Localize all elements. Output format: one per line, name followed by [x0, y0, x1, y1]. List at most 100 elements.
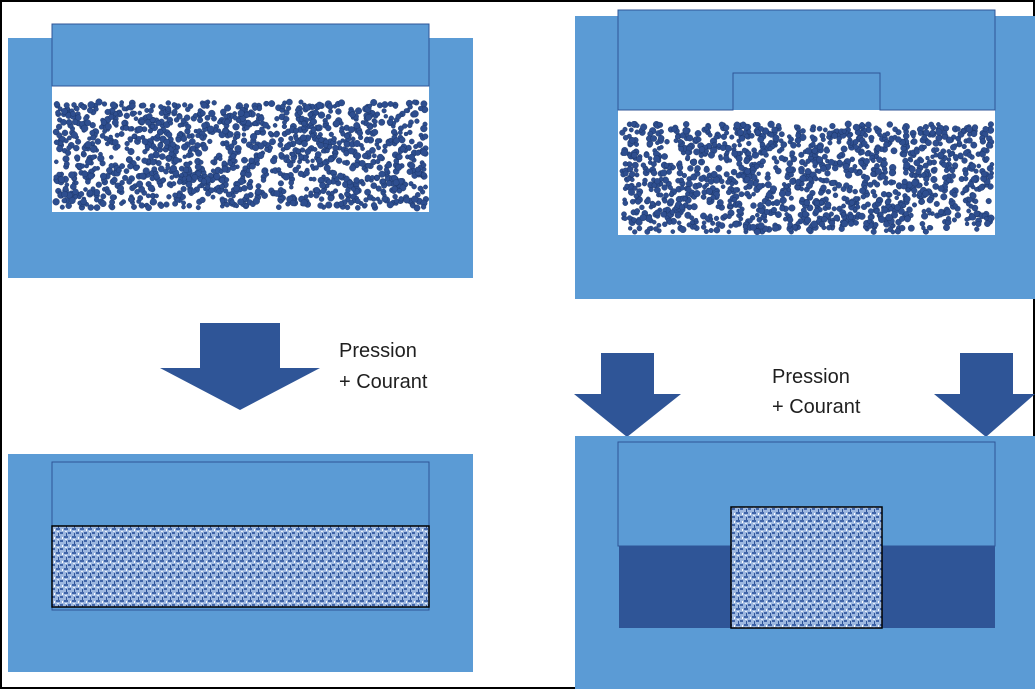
powder-particle: [408, 153, 415, 161]
powder-particle: [746, 140, 752, 147]
powder-particle: [393, 137, 400, 144]
powder-particle: [890, 229, 896, 235]
powder-particle: [261, 192, 268, 199]
powder-particle: [186, 133, 192, 139]
powder-particle: [774, 159, 780, 165]
powder-particle: [703, 166, 710, 173]
powder-particle: [157, 165, 165, 173]
powder-particle: [775, 167, 782, 175]
powder-particle: [84, 140, 92, 148]
powder-particle: [713, 134, 719, 140]
powder-particle: [788, 171, 794, 178]
powder-particle: [376, 145, 381, 151]
powder-particle: [277, 180, 284, 187]
powder-particle: [381, 196, 388, 203]
powder-particle: [784, 184, 789, 190]
sintered-part: [730, 506, 883, 629]
powder-particle: [679, 185, 685, 191]
powder-particle: [190, 188, 197, 195]
powder-particle: [205, 184, 211, 190]
powder-particle: [667, 185, 673, 191]
powder-particle: [841, 220, 849, 228]
powder-particle: [328, 108, 333, 114]
powder-particle: [146, 113, 153, 120]
powder-particle: [105, 141, 110, 147]
powder-particle: [363, 167, 369, 173]
powder-particle: [347, 126, 355, 134]
powder-particle: [305, 159, 310, 164]
powder-particle: [277, 170, 283, 177]
powder-particle: [335, 157, 343, 164]
powder-particle: [326, 190, 332, 196]
powder-particle: [128, 196, 135, 203]
powder-particle: [237, 198, 245, 206]
powder-particle: [832, 186, 838, 192]
powder-particle: [313, 187, 321, 194]
powder-particle: [861, 165, 867, 170]
powder-particle: [685, 180, 693, 188]
powder-particle: [395, 113, 402, 120]
bottom-right-die-assembly: [575, 436, 1035, 689]
powder-particle: [140, 102, 147, 109]
powder-particle: [371, 153, 377, 159]
powder-particle: [407, 104, 413, 110]
powder-particle: [97, 154, 105, 163]
powder-particle: [260, 177, 267, 183]
powder-particle: [197, 184, 202, 189]
powder-particle: [809, 134, 815, 140]
powder-particle: [158, 203, 165, 209]
powder-particle: [946, 157, 952, 162]
powder-particle: [229, 199, 235, 205]
powder-particle: [338, 200, 345, 207]
powder-particle: [133, 116, 139, 121]
powder-particle: [145, 204, 152, 211]
powder-particle: [217, 156, 223, 162]
powder-particle: [149, 103, 156, 109]
powder-particle: [783, 216, 788, 222]
powder-particle: [757, 136, 765, 143]
powder-particle: [634, 208, 641, 214]
powder-particle: [286, 158, 291, 164]
powder-particle: [689, 215, 695, 221]
powder-particle: [952, 154, 959, 161]
powder-particle: [235, 117, 242, 124]
powder-particle: [376, 153, 384, 161]
powder-particle: [354, 198, 361, 205]
powder-particle: [962, 186, 969, 193]
powder-particle: [81, 150, 86, 156]
pressure-label-line1: Pression: [772, 366, 850, 388]
powder-particle: [674, 211, 682, 219]
powder-particle: [275, 204, 282, 210]
powder-particle: [363, 137, 370, 144]
powder-particle: [860, 193, 867, 200]
powder-particle: [356, 130, 364, 137]
powder-particle: [182, 166, 190, 173]
powder-particle: [126, 156, 133, 163]
powder-particle: [391, 128, 398, 136]
powder-particle: [979, 151, 986, 158]
powder-particle: [951, 217, 957, 223]
powder-particle: [87, 204, 95, 211]
powder-particle: [308, 190, 314, 196]
powder-particle: [307, 111, 313, 118]
powder-particle: [732, 221, 740, 228]
powder-particle: [635, 123, 640, 128]
powder-particle: [704, 126, 710, 132]
powder-particle: [248, 157, 255, 164]
powder-particle: [104, 122, 112, 130]
powder-particle: [261, 168, 268, 175]
powder-particle: [872, 221, 879, 228]
powder-particle: [309, 163, 315, 169]
powder-particle: [313, 192, 320, 199]
powder-particle: [693, 190, 701, 198]
powder-particle: [68, 196, 76, 204]
powder-particle: [765, 200, 772, 207]
powder-particle: [658, 134, 665, 142]
powder-particle: [778, 138, 784, 144]
powder-particle: [418, 105, 424, 112]
powder-particle: [814, 200, 820, 206]
powder-particle: [970, 175, 978, 183]
powder-particle: [353, 122, 361, 129]
powder-particle: [925, 155, 930, 161]
